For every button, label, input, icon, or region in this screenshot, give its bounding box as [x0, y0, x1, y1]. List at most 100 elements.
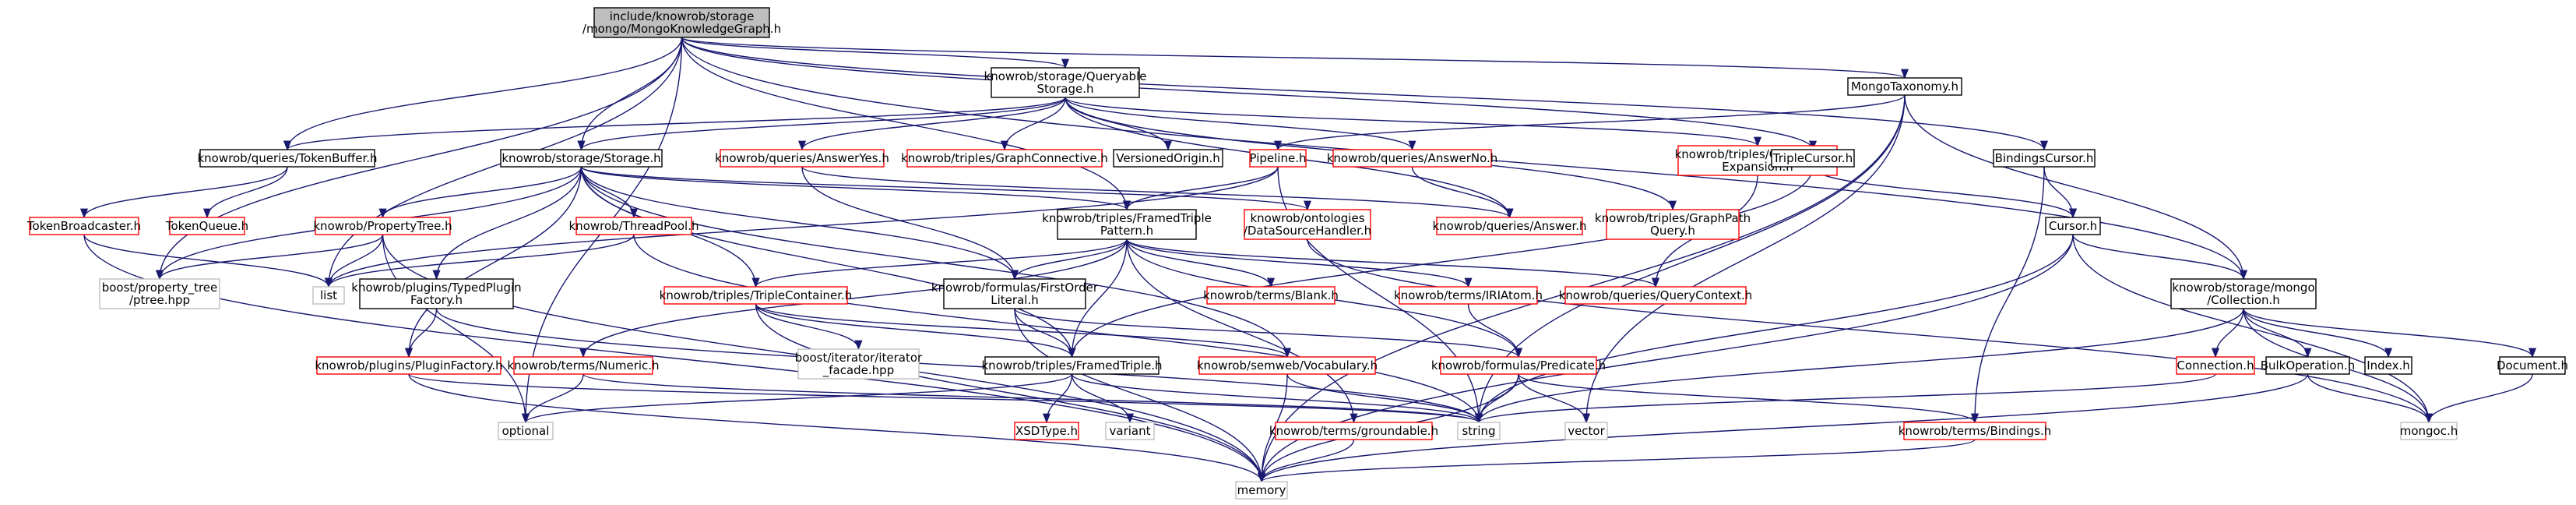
edge-predicate-to-string — [1474, 373, 1519, 424]
node-box — [513, 356, 653, 375]
edge-mongotax-to-collection — [1904, 94, 2247, 281]
node-predicate[interactable]: knowrob/formulas/Predicate.h — [1431, 356, 1606, 375]
node-threadpool[interactable]: knowrob/ThreadPool.h — [569, 217, 699, 235]
node-cursor[interactable]: Cursor.h — [2045, 217, 2101, 235]
node-index[interactable]: Index.h — [2364, 356, 2412, 375]
node-tokenbuffer[interactable]: knowrob/queries/TokenBuffer.h — [197, 149, 378, 168]
edge-vocabulary-to-memory — [1257, 373, 1288, 483]
node-querycontext[interactable]: knowrob/queries/QueryContext.h — [1559, 286, 1753, 305]
node-label: knowrob/triples/FramedTriple — [1042, 211, 1212, 225]
node-answerno[interactable]: knowrob/queries/AnswerNo.h — [1327, 149, 1498, 168]
node-label: knowrob/queries/AnswerYes.h — [715, 151, 889, 165]
edge-root-to-fpattern — [681, 37, 1131, 211]
node-tokenbroad[interactable]: TokenBroadcaster.h — [26, 217, 141, 235]
node-document[interactable]: Document.h — [2497, 356, 2568, 375]
node-memory: memory — [1235, 481, 1288, 500]
node-pluginfactory[interactable]: knowrob/plugins/PluginFactory.h — [315, 356, 503, 375]
edge-framedtriple-to-xsdtype — [1042, 373, 1073, 424]
node-bindingscursor[interactable]: BindingsCursor.h — [1993, 149, 2096, 168]
edge-typedplugin-to-pluginfactory — [404, 308, 438, 358]
node-collection[interactable]: knowrob/storage/mongo/Collection.h — [2170, 278, 2317, 309]
edge-tcontainer-to-vocabulary — [755, 303, 1291, 358]
node-vocabulary[interactable]: knowrob/semweb/Vocabulary.h — [1197, 356, 1378, 375]
edge-root-to-bindingscursor — [681, 37, 2048, 151]
node-triplecursor[interactable]: TripleCursor.h — [1771, 149, 1855, 168]
edge-storage-to-proptree — [378, 166, 582, 219]
edge-queryable-to-tokenbuffer — [283, 97, 1066, 151]
edge-document-to-mongoc — [2425, 373, 2533, 424]
node-box — [991, 67, 1140, 98]
node-box — [500, 149, 663, 168]
node-box — [169, 217, 245, 235]
node-iriatom[interactable]: knowrob/terms/IRIAtom.h — [1394, 286, 1543, 305]
node-bindings[interactable]: knowrob/terms/Bindings.h — [1899, 422, 2052, 440]
node-connection[interactable]: Connection.h — [2176, 356, 2255, 375]
node-groundable[interactable]: knowrob/terms/groundable.h — [1269, 422, 1438, 440]
node-label: include/knowrob/storage — [610, 9, 755, 23]
node-graphconn[interactable]: knowrob/triples/GraphConnective.h — [901, 149, 1108, 168]
edge-fpattern-to-firstorder — [1011, 238, 1128, 281]
node-optional: optional — [498, 422, 554, 440]
node-label: knowrob/queries/QueryContext.h — [1559, 288, 1753, 302]
edge-tcontainer-to-memory — [755, 303, 1265, 483]
node-string: string — [1457, 422, 1501, 440]
edge-tcontainer-to-iterfacade — [755, 303, 863, 351]
edge-proptree-to-ptree — [156, 234, 384, 281]
node-box — [1105, 422, 1155, 440]
node-proptree[interactable]: knowrob/PropertyTree.h — [313, 217, 452, 235]
edge-root-to-tokenbuffer — [283, 37, 683, 151]
edge-mongotax-to-pipeline — [1274, 94, 1906, 151]
edge-collection-to-connection — [2211, 308, 2244, 358]
node-versioned[interactable]: VersionedOrigin.h — [1113, 149, 1223, 168]
node-root[interactable]: include/knowrob/storage/mongo/MongoKnowl… — [582, 7, 781, 38]
edge-pipeline-to-list — [325, 166, 1279, 288]
edge-framedtriple-to-optional — [522, 373, 1073, 424]
node-bulkop[interactable]: BulkOperation.h — [2261, 356, 2356, 375]
edge-predicate-to-vector — [1518, 373, 1591, 424]
node-label: Index.h — [2367, 358, 2410, 373]
edge-framedtriple-to-string — [1071, 373, 1483, 424]
edge-numeric-to-optional — [521, 373, 584, 424]
edge-tcontainer-to-framedtriple — [755, 303, 1076, 358]
node-ontology[interactable]: knowrob/ontologies/DataSourceHandler.h — [1244, 209, 1371, 240]
node-xsdtype[interactable]: XSDType.h — [1014, 422, 1079, 440]
edge-ontology-to-mongoc — [1307, 238, 2433, 424]
node-answer[interactable]: knowrob/queries/Answer.h — [1432, 217, 1587, 235]
edge-queryable-to-graphconn — [1000, 97, 1066, 151]
node-blank[interactable]: knowrob/terms/Blank.h — [1203, 286, 1339, 305]
edge-bindingscursor-to-cursor — [2043, 166, 2078, 219]
node-tokenqueue[interactable]: TokenQueue.h — [165, 217, 248, 235]
node-box — [943, 278, 1086, 309]
node-label: knowrob/formulas/FirstOrder — [931, 281, 1099, 295]
node-framedtriple[interactable]: knowrob/triples/FramedTriple.h — [982, 356, 1163, 375]
node-mongotax[interactable]: MongoTaxonomy.h — [1847, 77, 1962, 96]
node-label: /mongo/MongoKnowledgeGraph.h — [582, 22, 781, 36]
node-tcontainer[interactable]: knowrob/triples/TripleContainer.h — [660, 286, 853, 305]
node-answeryes[interactable]: knowrob/queries/AnswerYes.h — [715, 149, 889, 168]
node-numeric[interactable]: knowrob/terms/Numeric.h — [507, 356, 660, 375]
node-label: knowrob/ThreadPool.h — [569, 219, 699, 233]
node-pipeline[interactable]: Pipeline.h — [1249, 149, 1307, 168]
node-box — [1014, 422, 1079, 440]
node-label: knowrob/storage/Queryable — [984, 69, 1147, 83]
edge-storage-to-vocabulary — [580, 166, 1291, 358]
node-label: knowrob/terms/IRIAtom.h — [1394, 288, 1543, 302]
node-vector: vector — [1564, 422, 1608, 440]
node-box — [2265, 356, 2350, 375]
node-storage[interactable]: knowrob/storage/Storage.h — [500, 149, 663, 168]
node-box — [1275, 422, 1433, 440]
node-box — [575, 217, 692, 235]
node-label: knowrob/terms/Bindings.h — [1899, 424, 2052, 438]
node-label: _facade.hpp — [822, 363, 894, 378]
edge-fpattern-to-framedtriple — [1068, 238, 1128, 358]
edge-queryable-to-gqexp — [1065, 97, 1761, 147]
node-box — [2364, 356, 2412, 375]
node-label: knowrob/queries/Answer.h — [1432, 219, 1586, 233]
node-box — [1244, 209, 1371, 240]
node-box — [2045, 217, 2101, 235]
